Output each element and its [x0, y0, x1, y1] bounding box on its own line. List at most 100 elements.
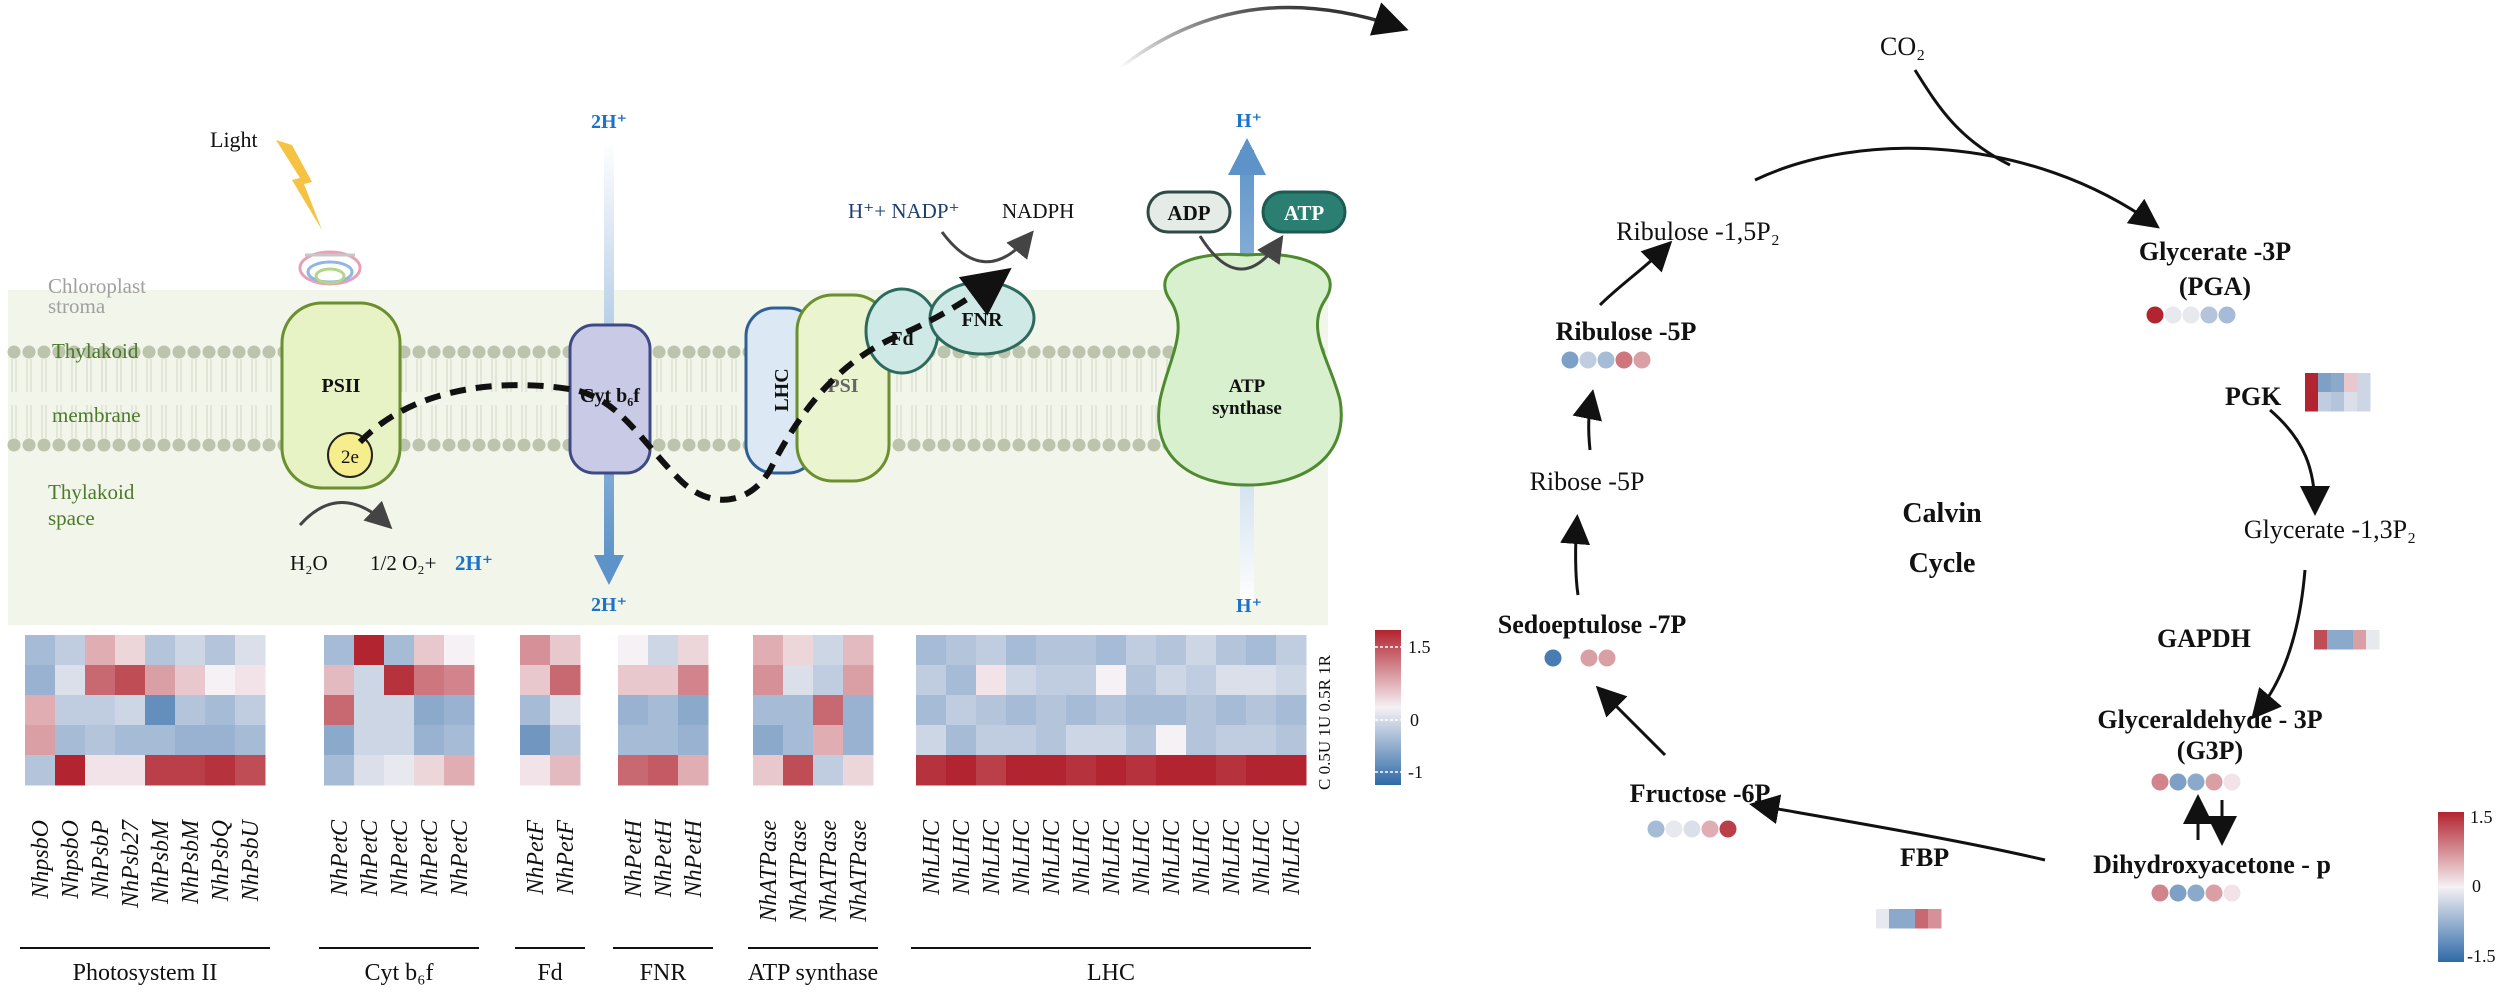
heatmap-cell: [520, 635, 551, 666]
heatmap-cell: [85, 665, 116, 696]
metabolite-dot-pga: [2146, 306, 2164, 324]
adp-pill: [1146, 190, 1232, 234]
enzyme-bar-pgk: [2305, 373, 2319, 393]
electrons-label: 2e: [341, 447, 359, 468]
heatmap-cell: [1126, 665, 1157, 696]
metabolite-dot-ru5p: [1615, 351, 1633, 369]
heatmap-cell: [444, 665, 475, 696]
heatmap-cell: [205, 755, 236, 786]
stroma-label-line1: Chloroplast: [48, 274, 146, 298]
membrane-label-line2: membrane: [52, 403, 141, 427]
heatmap-cell: [783, 695, 814, 726]
heatmap-cell: [145, 635, 176, 666]
heatmap-cell: [85, 695, 116, 726]
heatmap-cell: [976, 725, 1007, 756]
heatmap-cell: [1036, 665, 1067, 696]
thylakoid-scheme: Light Chloroplast stroma Thylakoid membr…: [7, 110, 1347, 625]
heatmap-cell: [946, 725, 977, 756]
arc-g13p-to-g3p: [2251, 569, 2307, 720]
arc-s7p-to-r5p: [1560, 514, 1591, 596]
g3p-label-line1: Glyceraldehyde - 3P: [2097, 705, 2322, 734]
enzyme-bar-pgk: [2318, 373, 2332, 393]
gene-label: NhPsb27: [118, 819, 144, 909]
gene-label: NhLHC: [1279, 819, 1305, 896]
metabolite-dot-pga: [2182, 306, 2200, 324]
gene-label: NhPsbM: [178, 818, 204, 905]
atp-synthase-label-line1: ATP: [1229, 376, 1266, 397]
heatmap-cell: [324, 665, 355, 696]
enzyme-bar-fbp: [1928, 909, 1942, 929]
heatmap-cell: [916, 755, 947, 786]
heatmap-cell: [678, 755, 709, 786]
group-label: FNR: [640, 960, 687, 986]
metabolite-dot-g3p: [2187, 773, 2205, 791]
atp-pill: [1261, 190, 1347, 234]
heatmap-cell: [85, 755, 116, 786]
metabolite-dot-g3p: [2223, 773, 2241, 791]
atp-synthase-label-line2: synthase: [1212, 398, 1282, 419]
metabolite-dot-f6p: [1683, 820, 1701, 838]
heatmap-cell: [1066, 755, 1097, 786]
heatmap-cell: [976, 695, 1007, 726]
heatmap-cell: [550, 695, 581, 726]
enzyme-bar-pgk: [2357, 373, 2371, 393]
atp-proton-arrowhead: [1228, 138, 1266, 175]
gene-label: NhPetH: [681, 818, 707, 898]
row-label-05r: 0.5R: [1315, 678, 1334, 711]
heatmap-cell: [946, 665, 977, 696]
heatmap-cell: [384, 665, 415, 696]
heatmap-cell: [520, 695, 551, 726]
right-legend-tick-min: -1.5: [2467, 946, 2496, 966]
arc-dhap-to-f6p: [1749, 794, 2046, 862]
gene-label: NhPetF: [553, 820, 579, 896]
r5p-label: Ribose -5P: [1530, 467, 1645, 496]
gene-label: NhLHC: [1069, 819, 1095, 896]
psii-proton-label: 2H⁺: [455, 551, 493, 575]
membrane-label-line1: Thylakoid: [52, 339, 139, 363]
arc-rubp-to-pga: [1754, 146, 2160, 229]
heatmap-cell: [618, 755, 649, 786]
heatmap-cell: [354, 665, 385, 696]
row-label-strip: C 0.5U 1U 0.5R 1R: [1315, 654, 1334, 790]
heatmap-cell: [55, 755, 86, 786]
heatmap-cell: [205, 665, 236, 696]
heatmap-cell: [1066, 665, 1097, 696]
heatmap-cell: [1186, 725, 1217, 756]
heatmap-cell: [678, 725, 709, 756]
heatmap-cell: [1186, 665, 1217, 696]
heatmap-cell: [205, 695, 236, 726]
gene-label: NhPetC: [357, 819, 383, 897]
heatmap-cell: [1246, 635, 1277, 666]
heatmap-cell: [550, 635, 581, 666]
metabolite-dot-g3p: [2169, 773, 2187, 791]
metabolite-dot-dhap: [2205, 884, 2223, 902]
fbp-label: FBP: [1900, 843, 1949, 872]
atp-label: ATP: [1284, 201, 1325, 225]
gene-label: NhLHC: [1159, 819, 1185, 896]
heatmap-cell: [444, 725, 475, 756]
heatmap-cell: [145, 695, 176, 726]
gene-label: NhLHC: [1189, 819, 1215, 896]
heatmap-cell: [175, 755, 206, 786]
calvin-cycle: CO₂ Ribulose -1,5P₂ Glycerate -3P (PGA) …: [1498, 32, 2416, 879]
heatmap-cell: [354, 635, 385, 666]
heatmap-cell: [813, 725, 844, 756]
enzyme-bar-pgk: [2318, 392, 2332, 412]
row-label-c: C: [1315, 779, 1334, 790]
gene-label: NhPsbQ: [208, 820, 234, 902]
heatmap-cell: [1156, 665, 1187, 696]
gene-label: NhLHC: [1009, 819, 1035, 896]
heatmap-cell: [1006, 635, 1037, 666]
heatmap-cell: [1096, 725, 1127, 756]
heatmap-cell: [115, 635, 146, 666]
heatmap-cell: [520, 665, 551, 696]
heatmap-cell: [354, 695, 385, 726]
heatmap-cell: [1126, 725, 1157, 756]
metabolite-dot-dhap: [2169, 884, 2187, 902]
heatmap-cell: [1186, 635, 1217, 666]
oxygen-label: 1/2 O₂+: [370, 551, 436, 575]
gapdh-label: GAPDH: [2157, 624, 2251, 653]
heatmap-cell: [1216, 635, 1247, 666]
